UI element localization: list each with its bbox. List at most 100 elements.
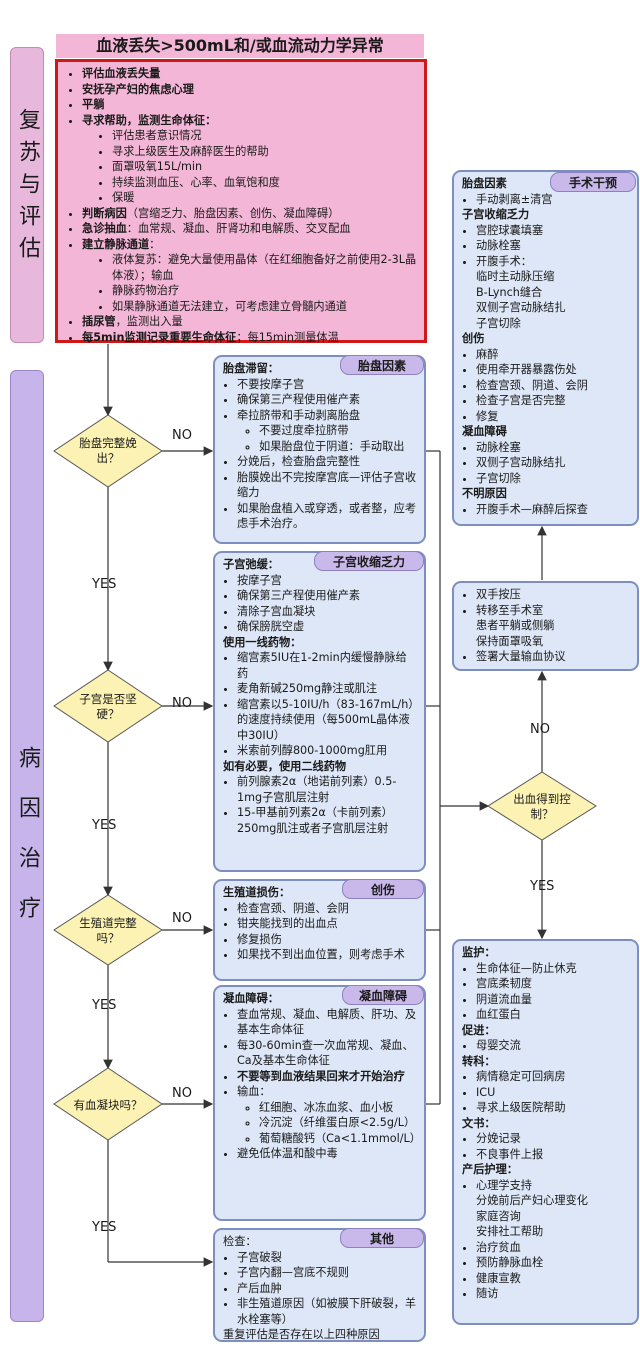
atony-item: 确保第三产程使用催产素 [237, 588, 416, 604]
coag-subitem-sublist: 红细胞、冰冻血浆、血小板冷沉淀（纤维蛋白原<2.5g/L）葡萄糖酸钙（Ca<1.… [237, 1100, 421, 1147]
trauma-item: 如果找不到出血位置，则考虑手术 [237, 947, 416, 963]
atony-drug-item: 缩宫素以5-10IU/h（83-167mL/h）的速度持续使用（每500mL晶体… [237, 697, 416, 744]
other-tag: 其他 [340, 1228, 424, 1248]
atony-head-3: 如有必要，使用二线药物 [223, 759, 347, 773]
coag-item: 查血常规、凝血、电解质、肝功、及基本生命体征 [237, 1007, 416, 1038]
surgery-item: 双侧子宫动脉结扎 [476, 455, 629, 471]
resus-subitem: 面罩吸氧15L/min [112, 159, 418, 175]
placenta-subitem: 如果胎盘位于阴道：手动取出 [259, 439, 416, 455]
other-item: 产后血肿 [237, 1281, 416, 1297]
resus-item: 判断病因（宫缩乏力、胎盘因素、创伤、凝血障碍） [82, 206, 418, 222]
care-section-head: 监护： [462, 946, 496, 959]
bleed-decision-diamond [487, 771, 597, 841]
care-item: 血红蛋白 [476, 1007, 629, 1023]
yes-label-4: YES [92, 1220, 117, 1235]
care-list: 分娩记录不良事件上报 [462, 1131, 629, 1162]
resus-subitem: 如果静脉通道无法建立，可考虑建立骨髓内通道 [112, 299, 418, 315]
yes-label-2: YES [92, 818, 117, 833]
resus-item-text: ：血常规、凝血、肝肾功和电解质、交叉配血 [126, 222, 351, 235]
care-item: 分娩记录 [476, 1131, 629, 1147]
care-section-head: 文书： [462, 1116, 496, 1130]
coag-subitem: 红细胞、冰冻血浆、血小板 [259, 1100, 416, 1116]
resus-side-tab: 复苏与评估 [10, 47, 44, 343]
care-subitem: 分娩前后产妇心理变化 [476, 1194, 588, 1207]
atony-list-1: 按摩子宫确保第三产程使用催产素清除子宫血凝块确保膀胱空虚 [223, 573, 416, 635]
other-item: 子宫破裂 [237, 1250, 416, 1266]
trauma-list: 检查宫颈、阴道、会阴钳夹能找到的出血点修复损伤如果找不到出血位置，则考虑手术 [223, 901, 416, 963]
resus-title: 血液丢失>500mL和/或血流动力学异常 [56, 34, 424, 58]
surgery-box: 胎盘因素手动剥离±清宫子宫收缩乏力宫腔球囊填塞动脉栓塞开腹手术：临时主动脉压缩B… [452, 170, 639, 526]
surgery-section-head: 胎盘因素 [462, 177, 507, 190]
surgery-list: 手动剥离±清宫 [462, 192, 629, 208]
cause-tab-text: 病因治疗 [15, 746, 40, 946]
surgery-item: 宫腔球囊填塞 [476, 223, 629, 239]
resus-item-text: （宫缩乏力、胎盘因素、创伤、凝血障碍） [126, 206, 340, 220]
mid-subitem: 保持面罩吸氧 [476, 634, 544, 648]
trauma-head: 生殖道损伤： [223, 886, 291, 899]
surgery-item: 动脉栓塞 [476, 440, 629, 456]
other-footer: 重复评估是否存在以上四种原因 [223, 1328, 380, 1341]
surgery-item: 检查子宫是否完整 [476, 393, 629, 409]
mid-item: 双手按压 [476, 587, 629, 603]
placenta-head: 胎盘滞留： [223, 362, 279, 375]
care-subitem: 安排社工帮助 [476, 1225, 544, 1238]
resus-tab-text: 复苏与评估 [15, 108, 40, 268]
surgery-section-head: 凝血障碍 [462, 425, 507, 438]
coag-item: 避免低体温和酸中毒 [237, 1146, 416, 1162]
care-item: 预防静脉血栓 [476, 1255, 629, 1271]
placenta-item: 胎膜娩出不完按摩宫底—评估子宫收缩力 [237, 470, 416, 501]
resus-subitem: 液体复苏：避免大量使用晶体（在红细胞备好之前使用2-3L晶体液）；输血 [112, 252, 418, 283]
trauma-item: 钳夹能找到的出血点 [237, 916, 416, 932]
care-box: 监护：生命体征—防止休克宫底柔韧度阴道流血量血红蛋白促进：母婴交流转科：病情稳定… [452, 939, 639, 1325]
trauma-item: 修复损伤 [237, 932, 416, 948]
mid-subitem: 患者平躺或侧躺 [476, 619, 555, 632]
coag-box: 凝血障碍： 查血常规、凝血、电解质、肝功、及基本生命体征每30-60min查一次… [213, 985, 426, 1221]
resus-item-text: ，监测出入量 [115, 315, 183, 328]
coag-item: 每30-60min查一次血常规、凝血、Ca及基本生命体征 [237, 1038, 416, 1069]
cause-side-tab: 病因治疗 [10, 370, 44, 1322]
surgery-section-head: 子宫收缩乏力 [462, 208, 530, 221]
resus-subitem: 持续监测血压、心率、血氧饱和度 [112, 175, 418, 191]
coag-tag: 凝血障碍 [342, 985, 424, 1005]
surgery-item: 修复 [476, 409, 629, 425]
other-item: 子宫内翻—宫底不规则 [237, 1265, 416, 1281]
decision-label-4: 有血凝块吗？ [73, 1097, 143, 1112]
surgery-item: 子宫切除 [476, 471, 629, 487]
resus-item: 安抚孕产妇的焦虑心理 [82, 82, 418, 98]
atony-item: 确保膀胱空虚 [237, 619, 416, 635]
mid-box: 双手按压转移至手术室患者平躺或侧躺保持面罩吸氧签署大量输血协议 [452, 581, 639, 671]
surgery-item: 手动剥离±清宫 [476, 192, 629, 208]
resus-box: 评估血液丢失量安抚孕产妇的焦虑心理平躺寻求帮助，监测生命体征：评估患者意识情况寻… [55, 59, 427, 345]
surgery-subitem: 双侧子宫动脉结扎 [476, 301, 566, 314]
resus-item-text: 评估血液丢失量 [82, 67, 161, 80]
care-list: 母婴交流 [462, 1038, 629, 1054]
surgery-subitem: B-Lynch缝合 [476, 285, 543, 299]
bleed-no-label: NO [530, 722, 550, 737]
resus-item-head: 建立静脉通道 [82, 237, 150, 251]
bleed-yes-label: YES [530, 879, 555, 894]
care-item: 生命体征—防止休克 [476, 961, 629, 977]
resus-item-text: 寻求帮助，监测生命体征： [82, 113, 217, 127]
coag-subitem: 葡萄糖酸钙（Ca<1.1mmol/L） [259, 1131, 421, 1147]
resus-item: 每5min监测记录重要生命体征；每15min测量体温 [82, 330, 418, 346]
other-list: 子宫破裂子宫内翻—宫底不规则产后血肿非生殖道原因（如被膜下肝破裂，羊水栓塞等） [223, 1250, 416, 1328]
resus-item: 寻求帮助，监测生命体征：评估患者意识情况寻求上级医生及麻醉医生的帮助面罩吸氧15… [82, 113, 418, 206]
atony-list-3: 前列腺素2α（地诺前列素）0.5-1mg子宫肌层注射15-甲基前列素2α（卡前列… [223, 774, 416, 836]
resus-item-head: 插尿管 [82, 315, 116, 328]
surgery-item: 使用牵开器暴露伤处 [476, 362, 629, 378]
no-label-3: NO [172, 911, 192, 926]
surgery-body: 胎盘因素手动剥离±清宫子宫收缩乏力宫腔球囊填塞动脉栓塞开腹手术：临时主动脉压缩B… [462, 176, 629, 517]
atony-item: 按摩子宫 [237, 573, 416, 589]
surgery-list: 动脉栓塞双侧子宫动脉结扎子宫切除 [462, 440, 629, 487]
yes-label-1: YES [92, 577, 117, 592]
no-label-4: NO [172, 1086, 192, 1101]
resus-item: 评估血液丢失量 [82, 66, 418, 82]
resus-subitem: 评估患者意识情况 [112, 128, 418, 144]
care-subitem: 家庭咨询 [476, 1209, 521, 1223]
care-list: 病情稳定可回病房ICU寻求上级医院帮助 [462, 1069, 629, 1116]
resus-list: 评估血液丢失量安抚孕产妇的焦虑心理平躺寻求帮助，监测生命体征：评估患者意识情况寻… [64, 66, 418, 345]
surgery-list: 宫腔球囊填塞动脉栓塞开腹手术：临时主动脉压缩B-Lynch缝合双侧子宫动脉结扎子… [462, 223, 629, 332]
coag-subitem: 冷沉淀（纤维蛋白原<2.5g/L） [259, 1115, 416, 1131]
